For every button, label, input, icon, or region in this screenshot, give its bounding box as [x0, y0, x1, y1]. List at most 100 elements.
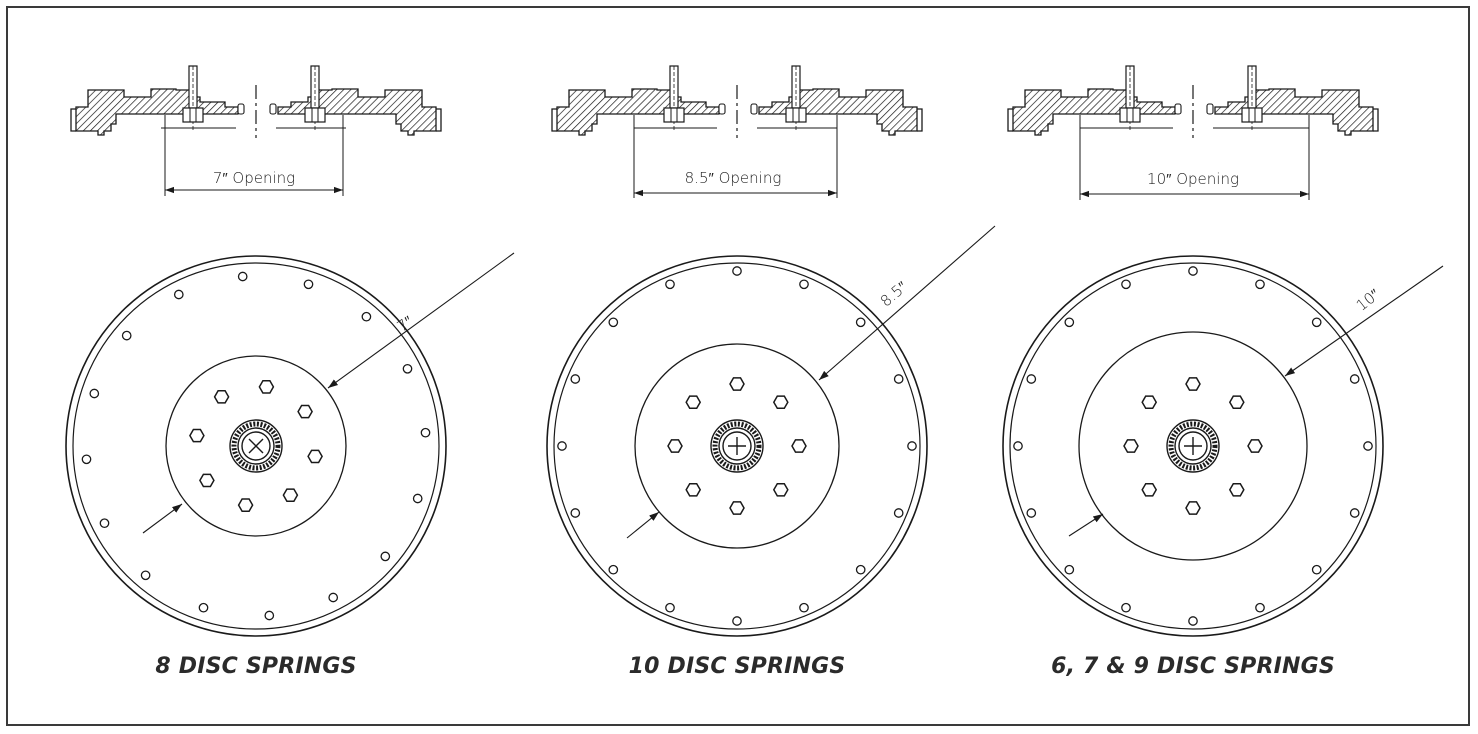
bolt-hole-icon [570, 374, 581, 384]
hex-bolt-icon [772, 483, 789, 497]
section-right-half [269, 65, 442, 136]
bolt-hole-icon [361, 311, 372, 322]
bolt-hole-icon [608, 564, 619, 575]
flywheel-face-view: 7″ [65, 252, 515, 637]
opening-label: 8.5″ Opening [685, 169, 782, 187]
hex-bolt-icon [729, 377, 745, 391]
bolt-hole-icon [1121, 602, 1131, 613]
bolt-hole-icon [557, 441, 567, 451]
bolt-hole-icon [81, 454, 92, 465]
bolt-hole-icon [420, 427, 431, 438]
center-spline-hub-icon [710, 419, 764, 473]
bolt-hole-icon [198, 602, 209, 613]
bolt-hole-icon [1311, 317, 1322, 328]
hex-bolt-icon [213, 390, 230, 404]
bolt-hole-icon [855, 564, 866, 575]
panel-6-7-9-disc-springs: 10″ Opening 10″ [1002, 65, 1444, 637]
opening-label: 7″ Opening [213, 169, 295, 187]
section-right-half [1206, 65, 1379, 136]
section-left-half [551, 65, 726, 136]
hex-bolt-icon [1228, 483, 1245, 497]
radius-label: 8.5″ [877, 277, 911, 310]
hex-bolt-icon [199, 473, 215, 488]
hex-bolt-icon [258, 380, 275, 394]
bolt-hole-icon [799, 602, 809, 613]
opening-dimension: 7″ Opening [164, 115, 344, 196]
cross-section-view: 10″ Opening [1007, 65, 1379, 200]
inner-hex-bolts [1123, 377, 1263, 515]
radius-dimension: 10″ [1068, 265, 1444, 537]
bolt-hole-icon [1255, 602, 1265, 613]
bolt-hole-icon [665, 279, 675, 290]
bolt-hole-icon [1064, 564, 1075, 575]
caption-8-disc-springs: 8 DISC SPRINGS [155, 654, 357, 679]
bolt-hole-icon [1311, 564, 1322, 575]
bolt-hole-icon [264, 610, 275, 621]
panel-10-disc-springs: 8.5″ Opening 8.5″ [546, 65, 996, 637]
bolt-hole-icon [1363, 441, 1373, 451]
hex-bolt-icon [237, 498, 254, 512]
bolt-hole-icon [799, 279, 809, 290]
hex-bolt-icon [307, 449, 323, 464]
bolt-hole-icon [140, 570, 151, 581]
hex-bolt-icon [1247, 439, 1263, 453]
bolt-hole-icon [121, 330, 132, 341]
hex-bolt-icon [297, 404, 313, 419]
bolt-hole-icon [237, 271, 248, 282]
radius-label: 7″ [394, 312, 417, 336]
bolt-hole-icon [173, 289, 184, 300]
cross-section-view: 8.5″ Opening [551, 65, 923, 198]
inner-hex-bolts [189, 380, 323, 512]
hex-bolt-icon [667, 439, 683, 453]
bolt-hole-icon [402, 363, 413, 374]
bolt-hole-icon [1349, 374, 1360, 384]
hex-bolt-icon [1185, 501, 1201, 515]
hex-bolt-icon [685, 395, 702, 409]
outer-bolt-holes [81, 271, 431, 621]
bolt-hole-icon [89, 388, 100, 399]
opening-label: 10″ Opening [1147, 170, 1239, 188]
hex-bolt-icon [189, 428, 205, 443]
bolt-hole-icon [1255, 279, 1265, 290]
flywheel-outer-ring [65, 255, 447, 637]
bolt-hole-icon [893, 508, 904, 518]
flywheel-outer-ring [546, 255, 928, 637]
section-right-half [750, 65, 923, 136]
bolt-hole-icon [893, 374, 904, 384]
radius-dimension: 8.5″ [626, 225, 996, 539]
panel-8-disc-springs: 7″ Opening 7″ [65, 65, 515, 637]
outer-bolt-holes [1013, 266, 1373, 626]
flywheel-face-view: 10″ [1002, 255, 1444, 637]
hex-bolt-icon [1123, 439, 1139, 453]
drawing-frame [6, 6, 1470, 726]
bolt-hole-icon [1064, 317, 1075, 328]
hex-bolt-icon [1228, 395, 1245, 409]
bolt-hole-icon [665, 602, 675, 613]
hex-bolt-icon [1141, 483, 1158, 497]
section-left-half [1007, 65, 1182, 136]
bolt-hole-icon [732, 616, 742, 626]
outer-bolt-holes [557, 266, 917, 626]
bolt-hole-icon [1188, 266, 1198, 276]
bolt-hole-icon [380, 551, 391, 562]
flywheel-outer-ring [1002, 255, 1384, 637]
hex-bolt-icon [282, 488, 299, 502]
clutch-contact-circle [1078, 331, 1308, 561]
section-left-half [70, 65, 245, 136]
clutch-contact-circle [165, 355, 347, 537]
bolt-hole-icon [1026, 374, 1037, 384]
bolt-hole-icon [1026, 508, 1037, 518]
cross-section-view: 7″ Opening [70, 65, 442, 196]
caption-10-disc-springs: 10 DISC SPRINGS [628, 654, 846, 679]
inner-hex-bolts [667, 377, 807, 515]
clutch-contact-circle [634, 343, 840, 549]
bolt-hole-icon [855, 317, 866, 328]
flywheel-face-view: 8.5″ [546, 225, 996, 637]
hex-bolt-icon [772, 395, 789, 409]
center-spline-hub-icon [229, 419, 283, 473]
center-spline-hub-icon [1166, 419, 1220, 473]
bolt-hole-icon [303, 279, 314, 290]
bolt-hole-icon [1188, 616, 1198, 626]
caption-6-7-9-disc-springs: 6, 7 & 9 DISC SPRINGS [1051, 654, 1335, 679]
